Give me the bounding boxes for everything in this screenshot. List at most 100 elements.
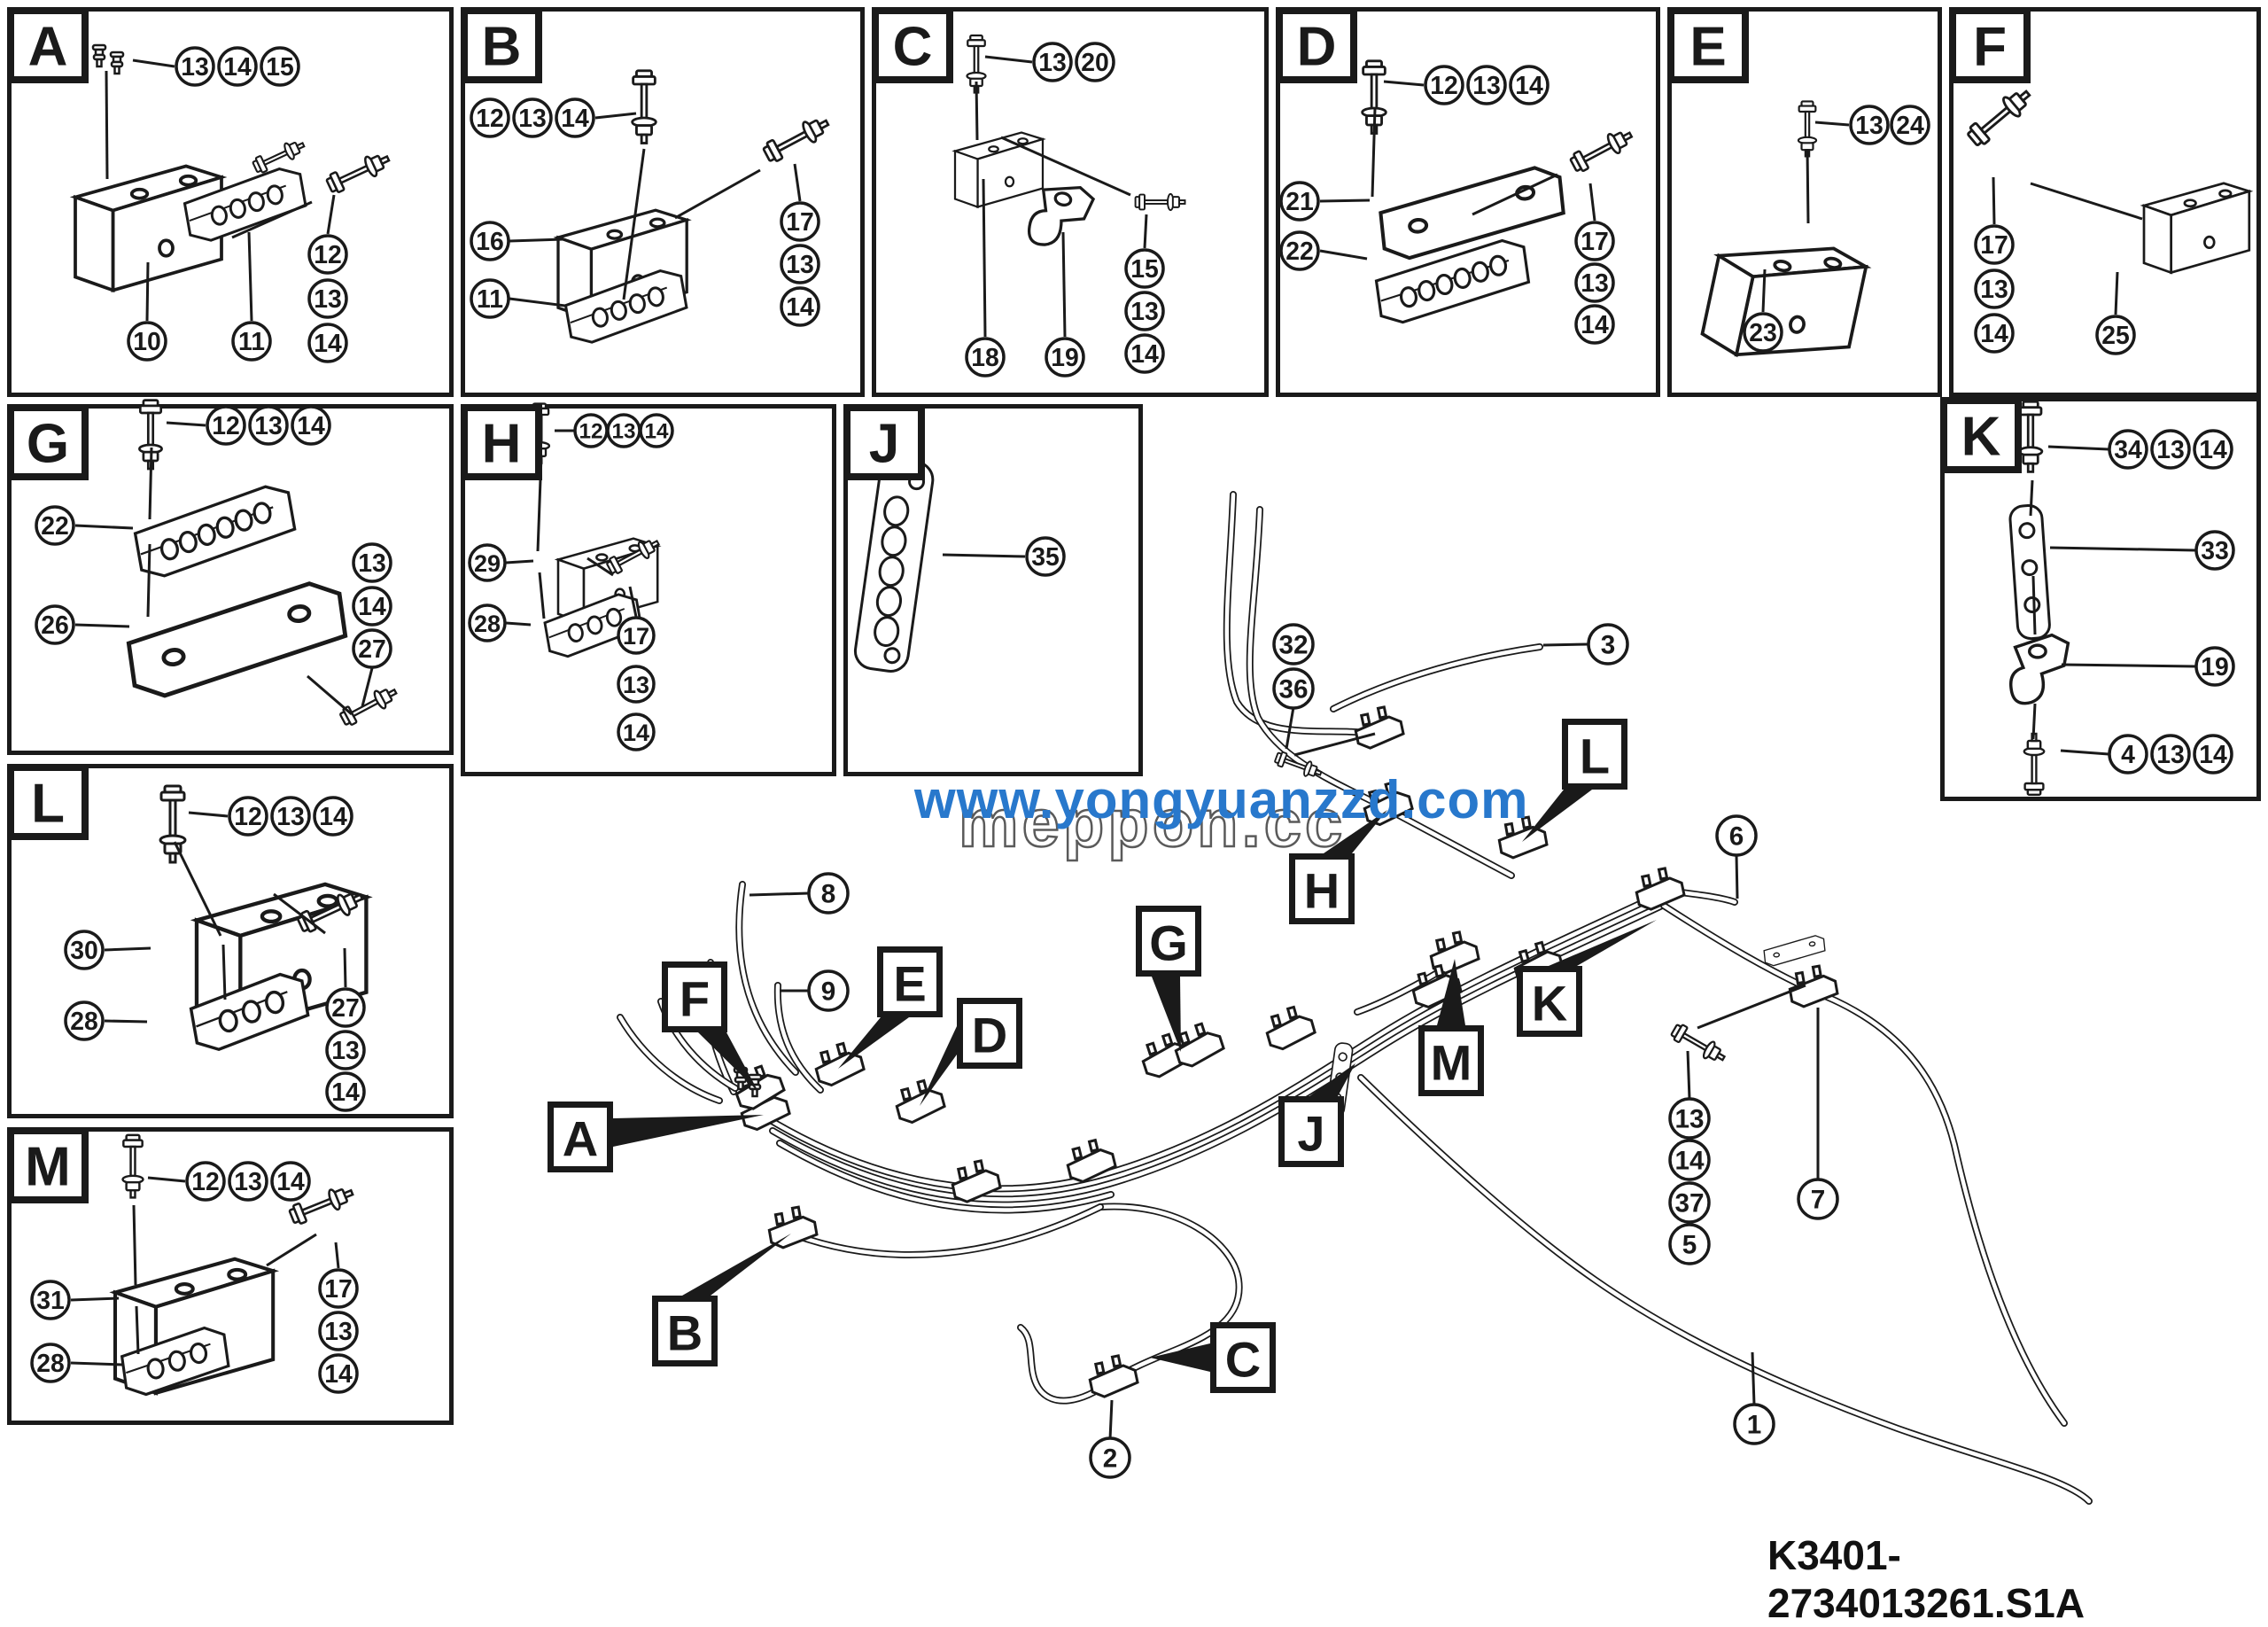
svg-text:17: 17 [623,623,649,650]
clamp-part-icon [1084,1351,1141,1401]
leader-line [132,1204,137,1286]
callout-12: 12 [206,405,246,446]
callout-18: 18 [965,337,1006,378]
svg-text:28: 28 [36,1350,65,1378]
svg-text:23: 23 [1749,319,1777,347]
tube-fill [775,983,823,1093]
section-label-D: D [957,998,1022,1069]
callout-14: 14 [2193,734,2233,775]
svg-text:12: 12 [191,1168,220,1196]
leader-line [1285,706,1295,750]
callout-32: 32 [1272,623,1315,666]
callout-14: 14 [2193,429,2233,470]
pointer-wedge-K [1549,920,1657,966]
svg-text:13: 13 [276,803,305,831]
leader-line [538,572,546,619]
callout-13: 13 [248,405,289,446]
callout-15: 15 [260,46,300,87]
svg-text:27: 27 [331,994,360,1023]
leader-line [231,200,313,239]
clamp-part-icon [890,1076,948,1127]
callout-14: 14 [1974,313,2015,354]
svg-text:15: 15 [1130,255,1159,284]
callout-37: 37 [1668,1181,1711,1224]
callout-14: 14 [617,712,656,751]
svg-text:G: G [1149,915,1188,971]
svg-text:17: 17 [324,1275,353,1304]
svg-text:11: 11 [238,328,265,356]
callout-28: 28 [64,1000,105,1041]
callout-30: 30 [64,930,105,970]
section-label-K: K [1940,397,2022,473]
callout-25: 25 [2095,315,2136,355]
watermark-meppon: meppon.cc [958,785,1347,863]
leader-line [266,1233,317,1267]
callout-14: 14 [352,586,392,627]
callout-35: 35 [1025,536,1066,577]
leader-line [2061,663,2196,668]
callout-14: 14 [325,1071,366,1112]
svg-text:12: 12 [234,803,262,831]
callout-14: 14 [555,97,595,138]
svg-text:14: 14 [2199,436,2227,464]
svg-text:8: 8 [821,880,836,909]
callout-17: 17 [780,201,820,242]
svg-text:19: 19 [2201,653,2229,681]
callout-12: 12 [307,234,348,275]
leader-line [1697,984,1806,1030]
leader-line [148,447,153,520]
callout-11: 11 [231,321,272,362]
callout-13: 13 [352,542,392,583]
callout-5: 5 [1668,1223,1711,1265]
svg-text:14: 14 [297,412,325,440]
svg-text:A: A [563,1111,598,1167]
leader-line [70,1361,123,1366]
callout-17: 17 [617,616,656,655]
svg-text:14: 14 [623,720,649,746]
svg-text:13: 13 [314,285,342,314]
svg-text:13: 13 [786,251,814,279]
leader-line [509,297,566,307]
svg-text:30: 30 [70,937,98,965]
svg-text:13: 13 [1855,112,1884,140]
section-label-L: L [7,764,89,840]
svg-text:13: 13 [181,53,209,82]
svg-text:14: 14 [331,1078,360,1107]
callout-12: 12 [185,1161,226,1202]
svg-text:14: 14 [561,105,589,133]
svg-text:12: 12 [476,105,504,133]
leader-line [221,944,227,1000]
leader-line [1143,214,1148,249]
svg-text:12: 12 [579,420,602,444]
callout-33: 33 [2194,530,2235,571]
leader-line [984,55,1033,64]
section-label-G: G [1136,906,1201,977]
callout-13: 13 [512,97,553,138]
callout-13: 13 [318,1311,359,1351]
leader-line [1371,107,1377,198]
leader-line [147,1176,186,1183]
callout-14: 14 [291,405,331,446]
svg-text:E: E [893,956,926,1012]
callout-36: 36 [1272,667,1315,710]
svg-text:25: 25 [2101,322,2130,350]
svg-text:19: 19 [1051,344,1079,372]
svg-text:G: G [27,414,69,475]
leader-line [326,194,336,235]
callout-7: 7 [1797,1178,1839,1220]
svg-text:14: 14 [786,293,814,322]
leader-line [505,559,534,564]
section-label-L: L [1562,719,1627,790]
svg-text:K: K [1961,407,2001,468]
svg-text:F: F [1973,17,2007,78]
plateV-part-icon [1762,934,1827,968]
pointer-wedge-J [1309,1063,1355,1096]
svg-text:12: 12 [1430,72,1458,100]
svg-text:31: 31 [36,1287,65,1315]
svg-text:14: 14 [1515,72,1543,100]
pointer-wedge-E [838,1017,909,1069]
